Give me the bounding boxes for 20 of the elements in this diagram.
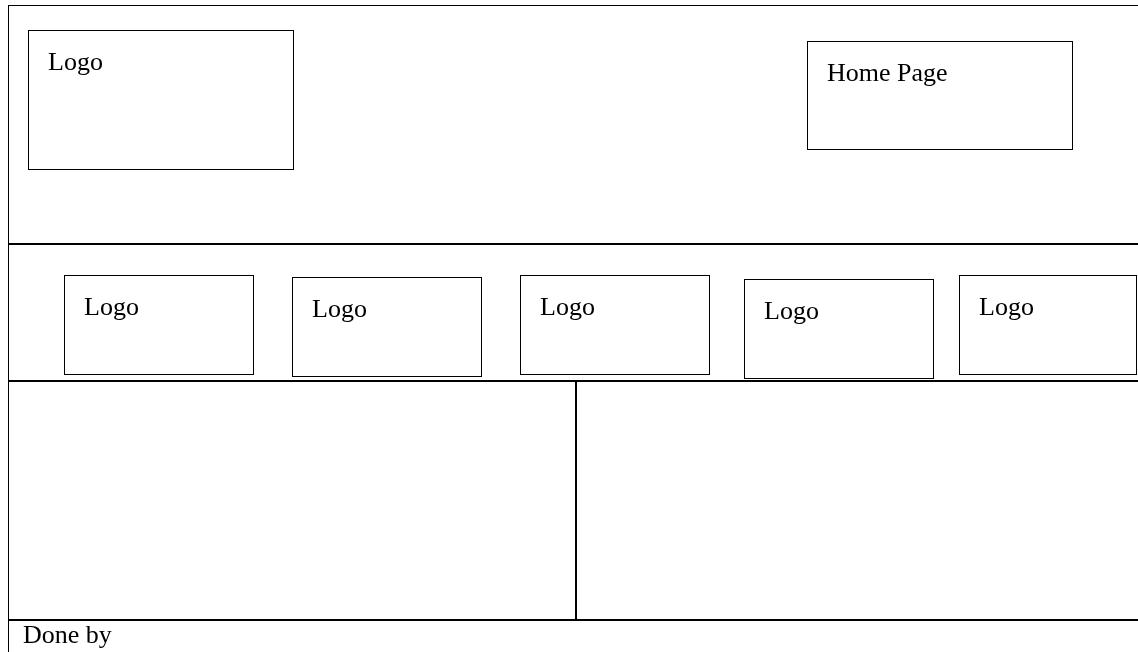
placeholder-label: Logo: [84, 294, 139, 320]
placeholder-label: Logo: [48, 49, 103, 75]
placeholder-frame: [520, 275, 710, 375]
placeholder-frame: [744, 279, 934, 379]
content-panel: [8, 380, 577, 621]
placeholder-label: Logo: [764, 298, 819, 324]
placeholder-label: Logo: [540, 294, 595, 320]
placeholder-frame: [28, 30, 294, 170]
placeholder-label: Logo: [312, 296, 367, 322]
placeholder-label: Home Page: [827, 60, 948, 86]
content-panel: [575, 380, 1138, 621]
placeholder-label: Done by: [23, 622, 112, 648]
header-band: [8, 5, 1138, 245]
footer-band: [8, 619, 1138, 652]
placeholder-frame: [292, 277, 482, 377]
placeholder-label: Logo: [979, 294, 1034, 320]
navigation-band: [8, 243, 1138, 382]
home-page-box: [807, 41, 1073, 150]
placeholder-frame: [64, 275, 254, 375]
placeholder-frame: [959, 275, 1137, 375]
